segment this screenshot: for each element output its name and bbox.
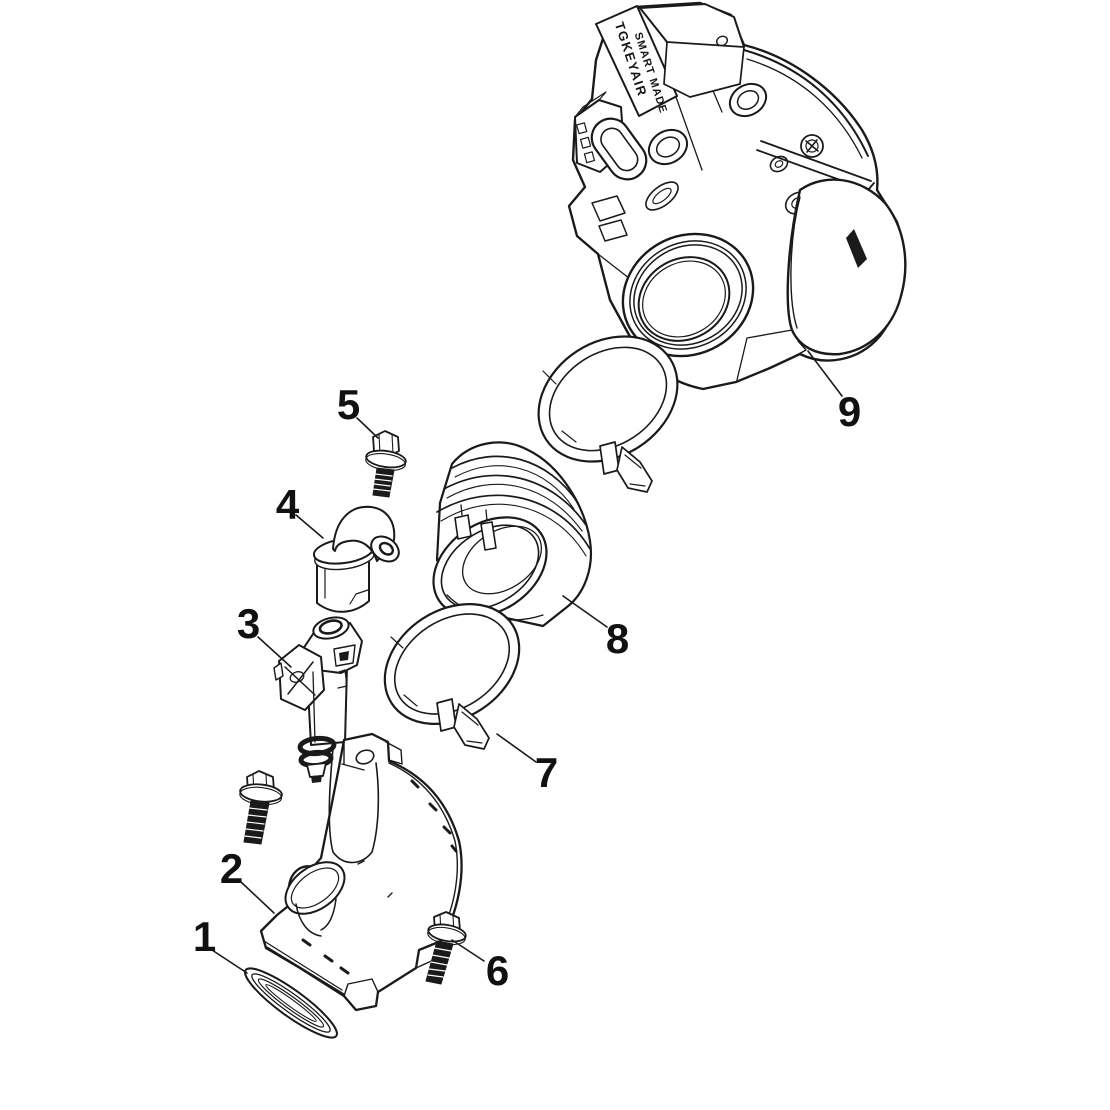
kidney-port bbox=[590, 117, 648, 181]
callout-number-9: 9 bbox=[837, 388, 861, 435]
intake-boot-part-8 bbox=[432, 441, 592, 628]
callout-number-1: 1 bbox=[192, 913, 216, 960]
callout-number-3: 3 bbox=[236, 600, 260, 647]
throttle-shaft-screw bbox=[800, 134, 824, 158]
tps-cover bbox=[786, 178, 907, 356]
intake-manifold-part-2 bbox=[259, 732, 463, 1012]
callout-number-8: 8 bbox=[605, 615, 629, 662]
callout-number-4: 4 bbox=[275, 481, 299, 528]
leader-lines bbox=[211, 350, 843, 974]
throttle-bore bbox=[621, 232, 755, 358]
elbow-fitting-part-4 bbox=[312, 505, 400, 613]
brand-text-band bbox=[595, 5, 678, 117]
callout-number-7: 7 bbox=[534, 749, 558, 796]
clamp-band-upper bbox=[537, 335, 679, 493]
clamp-band-part-7 bbox=[383, 602, 521, 750]
callout-number-2: 2 bbox=[219, 845, 243, 892]
flange-bolt-part-6 bbox=[425, 911, 467, 985]
boss-hole-top bbox=[728, 82, 768, 118]
flange-bolt-part-5 bbox=[365, 430, 407, 498]
gasket-part-1 bbox=[244, 967, 338, 1039]
boss-hole-mid bbox=[647, 128, 689, 166]
flange-bolt-left bbox=[239, 770, 283, 845]
callout-number-6: 6 bbox=[485, 947, 509, 994]
manifold-port bbox=[284, 861, 346, 937]
callout-number-5: 5 bbox=[336, 381, 360, 428]
throttle-body-part-9 bbox=[567, 1, 907, 391]
fuel-injector-part-3 bbox=[273, 616, 363, 783]
